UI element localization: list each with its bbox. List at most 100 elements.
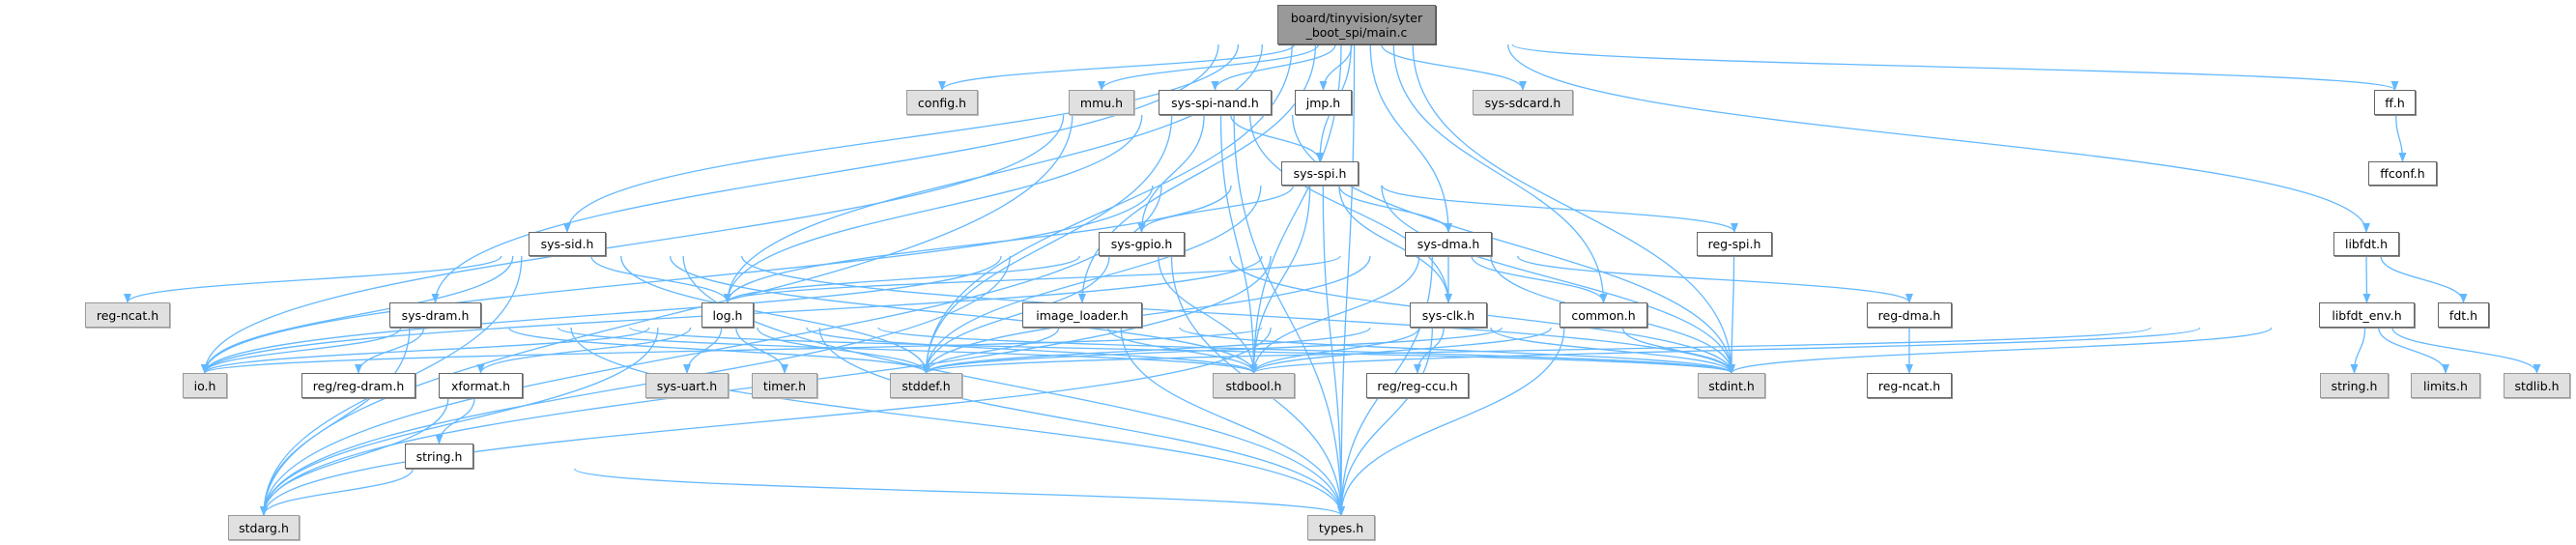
node-common[interactable]: common.h bbox=[1560, 302, 1647, 328]
edge-fdtenv-to-string_g bbox=[2350, 327, 2366, 374]
node-gpio[interactable]: sys-gpio.h bbox=[1099, 232, 1185, 256]
edge-main-to-libfdt bbox=[1507, 43, 2370, 233]
edge-spi-to-stddef bbox=[922, 185, 1262, 374]
node-string-g: string.h bbox=[2320, 373, 2389, 398]
edge-dram-to-stdbool bbox=[557, 327, 1258, 374]
edge-fdtenv-to-stddef bbox=[922, 327, 2152, 374]
edge-ff-to-ffconf bbox=[2395, 114, 2407, 162]
edge-spinand-to-clk bbox=[1249, 114, 1452, 303]
edge-gpio-to-stdbool bbox=[1158, 255, 1258, 374]
edge-dma-to-log bbox=[724, 255, 1341, 303]
edge-clk-to-io bbox=[201, 327, 1263, 374]
edge-imgl-to-stdint bbox=[1179, 327, 1735, 374]
edge-imgl-to-types bbox=[1120, 327, 1345, 516]
edge-fdtenv-to-stdint bbox=[1728, 327, 2273, 374]
edge-spi-to-regspi bbox=[1381, 185, 1738, 233]
edge-fdtenv-to-limits bbox=[2378, 327, 2449, 374]
edge-clk-to-stdint bbox=[1490, 327, 1735, 374]
node-config: config.h bbox=[906, 90, 978, 115]
edge-sid-to-stddef bbox=[620, 255, 930, 374]
edge-gpio-to-stddef bbox=[922, 255, 1110, 374]
edge-main-to-ff bbox=[1511, 43, 2399, 91]
node-clk[interactable]: sys-clk.h bbox=[1410, 302, 1487, 328]
node-regdram[interactable]: reg/reg-dram.h bbox=[301, 373, 415, 398]
edge-dma-to-regdma bbox=[1516, 255, 1913, 303]
node-imgl[interactable]: image_loader.h bbox=[1022, 302, 1142, 328]
edge-clk-to-stdbool bbox=[1249, 327, 1420, 374]
edge-common-to-types bbox=[1337, 327, 1565, 516]
node-sdcard: sys-sdcard.h bbox=[1473, 90, 1573, 115]
edge-spinand-to-stddef bbox=[922, 114, 1173, 374]
node-limits: limits.h bbox=[2411, 373, 2480, 398]
node-regccu[interactable]: reg/reg-ccu.h bbox=[1366, 373, 1469, 398]
node-regdma[interactable]: reg-dma.h bbox=[1867, 302, 1952, 328]
edge-spinand-to-stdint bbox=[1292, 114, 1735, 374]
edge-spi-to-stdint bbox=[1381, 185, 1735, 374]
node-string-w[interactable]: string.h bbox=[405, 444, 473, 469]
edge-fdtenv-to-stdlib bbox=[2391, 327, 2541, 374]
node-sid[interactable]: sys-sid.h bbox=[529, 232, 606, 256]
node-timer: timer.h bbox=[752, 373, 817, 398]
node-regncat-w[interactable]: reg-ncat.h bbox=[1867, 373, 1952, 398]
edge-log-to-stddef bbox=[757, 327, 930, 374]
edge-clk-to-stddef bbox=[922, 327, 1371, 374]
edge-sid-to-stdint bbox=[741, 255, 1735, 374]
edge-log-to-uart bbox=[683, 327, 723, 374]
edge-spinand-to-log bbox=[724, 114, 1143, 303]
node-log[interactable]: log.h bbox=[701, 302, 754, 328]
edge-log-to-xformat bbox=[476, 327, 692, 374]
edge-spinand-to-gpio bbox=[1137, 114, 1205, 233]
node-libfdt[interactable]: libfdt.h bbox=[2333, 232, 2399, 256]
edge-xformat-to-stdarg bbox=[260, 397, 449, 516]
edge-spinand-to-io bbox=[201, 114, 1065, 374]
node-types: types.h bbox=[1307, 515, 1375, 540]
node-regspi[interactable]: reg-spi.h bbox=[1697, 232, 1772, 256]
edge-string_w-to-stdarg bbox=[260, 468, 414, 516]
edge-dram-to-stdarg bbox=[260, 327, 411, 516]
edge-main-to-stdint bbox=[1412, 43, 1735, 374]
node-stdlib: stdlib.h bbox=[2504, 373, 2570, 398]
node-fdtenv[interactable]: libfdt_env.h bbox=[2319, 302, 2415, 328]
node-ffconf[interactable]: ffconf.h bbox=[2368, 161, 2437, 186]
edge-main-to-stddef bbox=[922, 43, 1293, 374]
node-fdt[interactable]: fdt.h bbox=[2438, 302, 2489, 328]
edge-imgl-to-stddef bbox=[922, 327, 1060, 374]
edge-main-to-common bbox=[1392, 43, 1608, 303]
edge-spi-to-stdbool bbox=[1249, 185, 1311, 374]
edge-spi-to-clk bbox=[1338, 185, 1452, 303]
edge-gpio-to-stdarg bbox=[260, 255, 1011, 516]
edge-dram-to-types bbox=[570, 327, 1345, 516]
edge-dma-to-stdbool bbox=[1249, 255, 1420, 374]
edge-main-to-sid bbox=[563, 43, 1240, 233]
node-main[interactable]: board/tinyvision/syter _boot_spi/main.c bbox=[1277, 5, 1436, 44]
edge-string_w-to-types bbox=[573, 468, 1345, 516]
node-dram[interactable]: sys-dram.h bbox=[389, 302, 481, 328]
edge-common-to-stdbool bbox=[1249, 327, 1552, 374]
edge-main-to-dma bbox=[1369, 43, 1452, 233]
node-stdarg: stdarg.h bbox=[228, 515, 300, 540]
edge-gpio-to-io bbox=[201, 255, 1002, 374]
edge-common-to-stddef bbox=[922, 327, 1503, 374]
edge-spinand-to-stdbool bbox=[1219, 114, 1258, 374]
edge-libfdt-to-fdt bbox=[2380, 255, 2468, 303]
edge-sid-to-io bbox=[201, 255, 514, 374]
node-uart: sys-uart.h bbox=[645, 373, 729, 398]
edge-xformat-to-string_w bbox=[435, 397, 475, 445]
node-ff[interactable]: ff.h bbox=[2374, 90, 2416, 115]
node-dma[interactable]: sys-dma.h bbox=[1405, 232, 1492, 256]
node-xformat[interactable]: xformat.h bbox=[439, 373, 523, 398]
edge-spi-to-gpio bbox=[1137, 185, 1294, 233]
edge-imgl-to-stdbool bbox=[1106, 327, 1258, 374]
node-jmp[interactable]: jmp.h bbox=[1295, 90, 1352, 115]
edge-spi-to-io bbox=[201, 185, 1154, 374]
edge-main-to-log bbox=[724, 43, 1263, 303]
edge-common-to-stdint bbox=[1621, 327, 1735, 374]
edge-main-to-jmp bbox=[1319, 43, 1353, 91]
node-stdbool: stdbool.h bbox=[1213, 373, 1295, 398]
node-io: io.h bbox=[183, 373, 227, 398]
edge-dram-to-regdram bbox=[355, 327, 425, 374]
node-spi[interactable]: sys-spi.h bbox=[1281, 161, 1359, 186]
node-spinand[interactable]: sys-spi-nand.h bbox=[1159, 90, 1272, 115]
